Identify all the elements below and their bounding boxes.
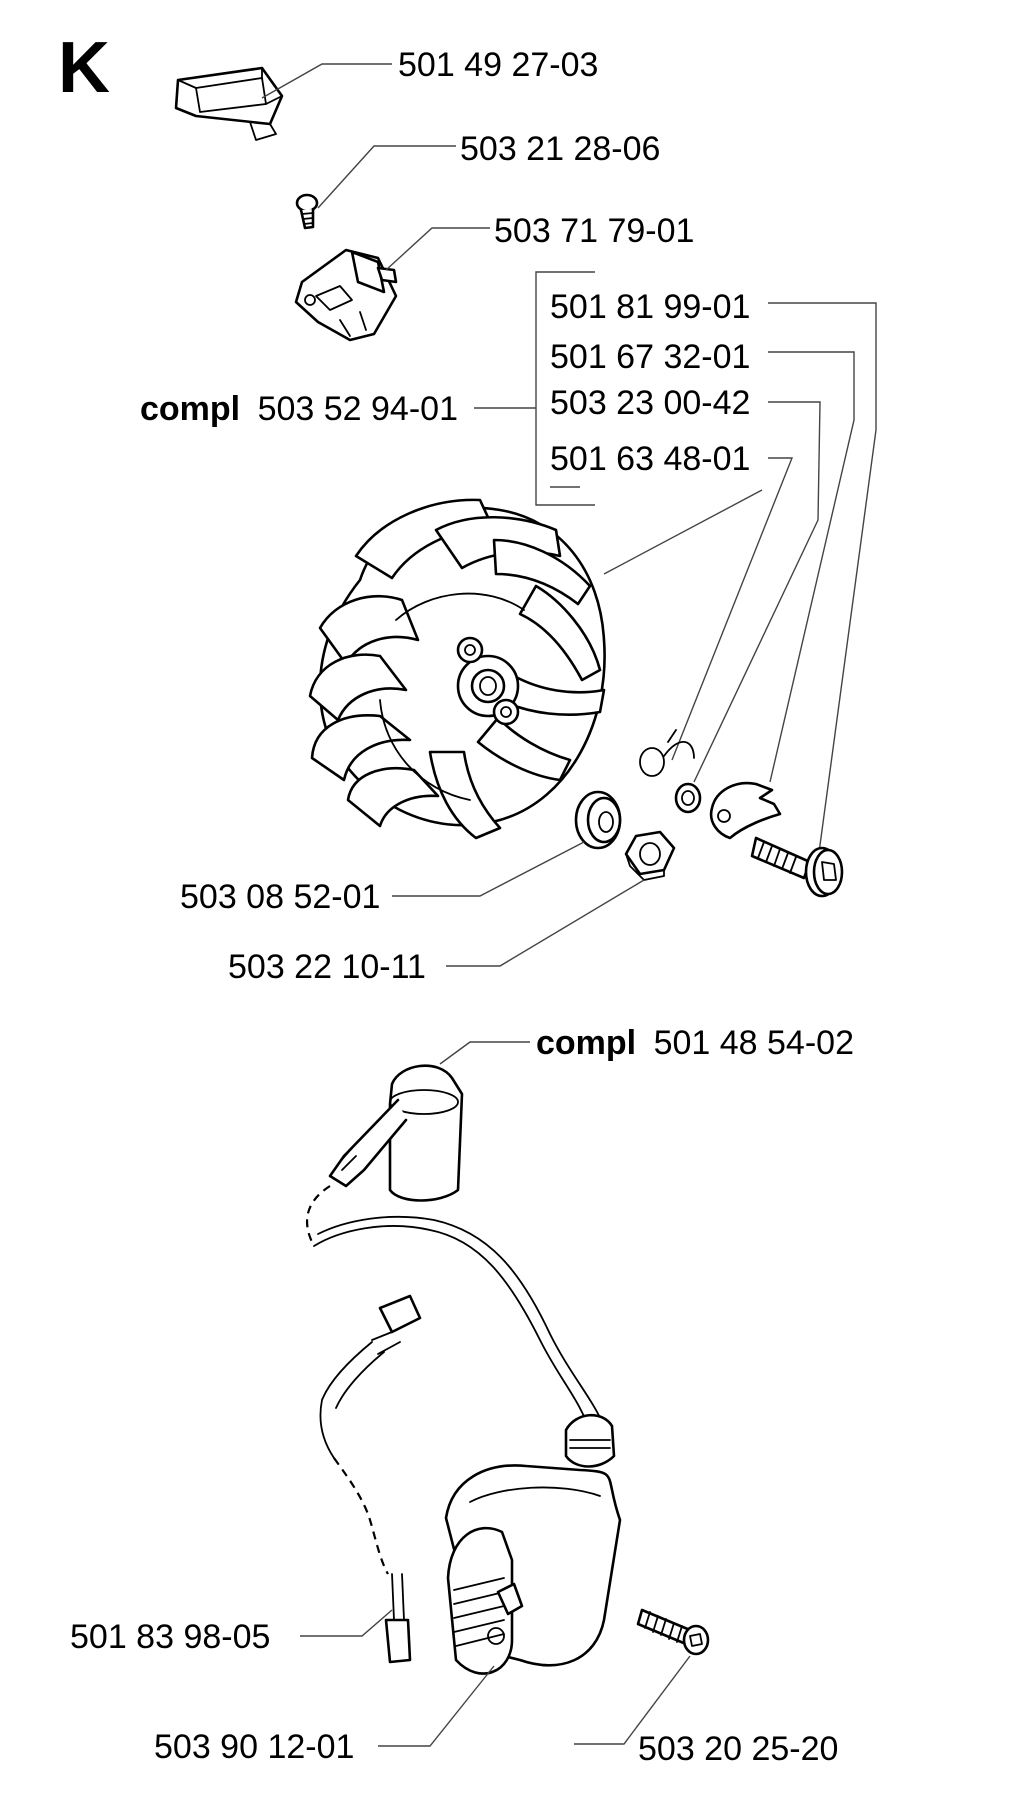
label-kit-item-3: 503 23 00-42	[550, 384, 750, 422]
leader-short-circuit-cable	[300, 1609, 393, 1637]
short-circuit-cable-icon	[319, 1294, 422, 1664]
label-washer: 503 08 52-01	[180, 878, 380, 916]
washer-icon	[674, 782, 702, 814]
flywheel-icon	[308, 498, 606, 840]
kit-compl-number: 503 52 94-01	[258, 390, 458, 428]
leader-kit-item-2	[768, 351, 855, 783]
label-ignition-module: 503 90 12-01	[154, 1728, 354, 1766]
washer-icon	[574, 790, 622, 850]
ht-lead-dashed	[305, 1185, 331, 1247]
label-kit-item-2: 501 67 32-01	[550, 338, 750, 376]
nut-icon	[624, 830, 676, 881]
label-short-circuit-cable: 501 83 98-05	[70, 1618, 270, 1656]
leader-stop-switch	[385, 227, 490, 271]
label-cover-screw: 503 21 28-06	[460, 130, 660, 168]
screw-icon	[636, 1608, 710, 1656]
switch-icon	[294, 248, 398, 342]
plug-cap-compl-word: compl	[536, 1024, 636, 1062]
leader-flywheel	[603, 489, 763, 575]
label-flywheel-cover: 501 49 27-03	[398, 46, 598, 84]
label-stop-switch: 503 71 79-01	[494, 212, 694, 250]
kit-compl-word: compl	[140, 390, 240, 428]
section-letter: K	[58, 28, 110, 108]
kit-bracket	[535, 271, 595, 506]
leader-kit-item-1	[768, 302, 877, 861]
label-flywheel-nut: 503 22 10-11	[228, 948, 426, 986]
spring-icon	[639, 729, 695, 777]
ht-lead	[313, 1225, 591, 1433]
leader-flywheel-nut	[446, 879, 645, 967]
leader-kit-item-4	[671, 457, 794, 761]
cover-icon	[174, 66, 284, 141]
leader-ignition-module	[378, 1665, 495, 1747]
leader-flywheel-cover	[261, 63, 392, 99]
label-module-screw: 503 20 25-20	[638, 1730, 838, 1768]
leader-washer	[392, 841, 585, 897]
leader-kit-item-3	[693, 401, 821, 783]
leader-cover-screw	[317, 145, 456, 209]
screw-icon	[750, 836, 844, 898]
spark-plug-cap-icon	[328, 1064, 464, 1202]
label-kit-compl: compl 503 52 94-01	[140, 390, 458, 428]
ht-lead-outline	[317, 1215, 605, 1427]
leader-module-screw	[574, 1655, 691, 1745]
plug-cap-compl-number: 501 48 54-02	[654, 1024, 854, 1062]
label-plug-cap-compl: compl 501 48 54-02	[536, 1024, 854, 1062]
screw-icon	[295, 193, 319, 230]
label-kit-item-4: 501 63 48-01	[550, 440, 750, 478]
ignition-module-icon	[444, 1413, 622, 1675]
pawl-icon	[709, 781, 782, 840]
label-kit-item-1: 501 81 99-01	[550, 288, 750, 326]
leader-plug-cap	[439, 1041, 530, 1065]
